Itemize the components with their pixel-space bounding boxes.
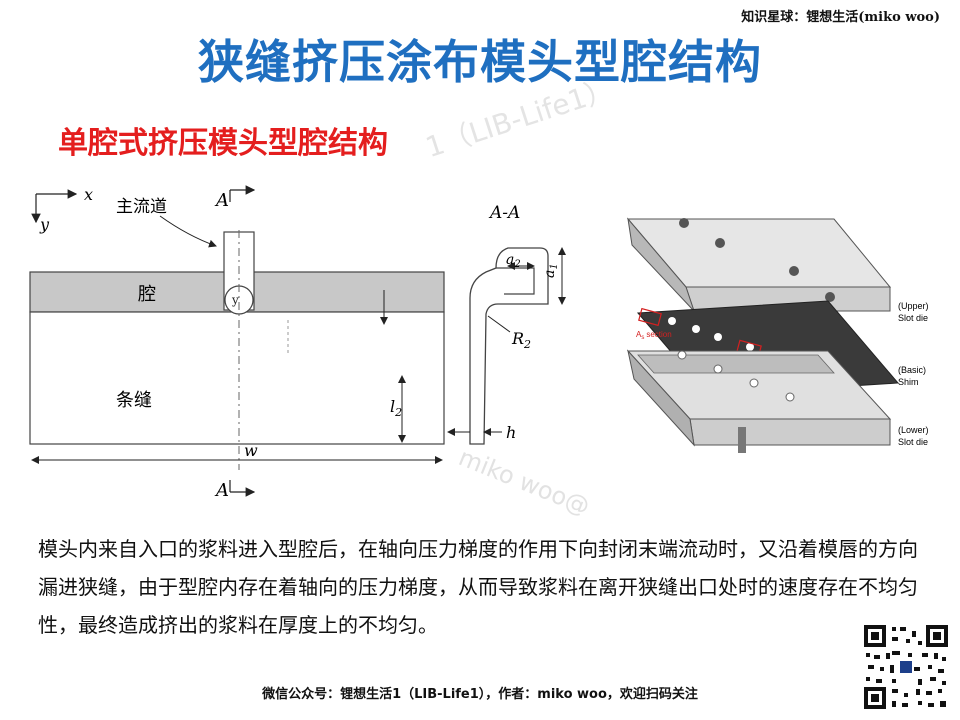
upper-label-2: Slot die <box>898 313 928 323</box>
dimension-l2-label: l2 <box>390 397 402 419</box>
main-channel-label: 主流道 <box>116 197 167 217</box>
basic-label-2: Shim <box>898 377 919 387</box>
page-subtitle: 单腔式挤压模头型腔结构 <box>58 126 388 161</box>
dimension-w-label: w <box>244 441 258 460</box>
axis-x-label: x <box>84 185 93 204</box>
qr-code-icon[interactable] <box>862 623 950 711</box>
slot-label: 条缝 <box>116 390 152 411</box>
dimension-a2-label: a2 <box>506 252 521 270</box>
lower-slot-die <box>626 349 892 453</box>
top-note: 知识星球：锂想生活(miko woo) <box>741 10 940 25</box>
section-marker-top: A <box>214 190 229 211</box>
footer-credit: 微信公众号：锂想生活1（LIB-Life1），作者：miko woo，欢迎扫码关… <box>262 687 698 702</box>
section-title: A-A <box>488 203 520 223</box>
cavity-label: 腔 <box>138 284 156 305</box>
cavity-schematic-diagram: x y 主流道 A A y 腔 条缝 l2 w A-A a2 a1 R2 h <box>29 180 566 500</box>
dimension-a1-label: a1 <box>542 263 560 278</box>
description-paragraph: 模头内来自入口的浆料进入型腔后，在轴向压力梯度的作用下向封闭末端流动时，又沿着模… <box>38 537 918 637</box>
lower-label-2: Slot die <box>898 437 928 447</box>
radius-r2-label: R2 <box>511 329 531 351</box>
axis-y-label: y <box>39 215 50 234</box>
page-title: 狭缝挤压涂布模头型腔结构 <box>198 35 762 89</box>
lower-label-1: (Lower) <box>898 425 929 435</box>
slot-region <box>29 311 445 445</box>
section-marker-bottom: A <box>214 480 229 500</box>
section-profile <box>469 247 549 445</box>
basic-label-1: (Basic) <box>898 365 926 375</box>
dimension-h-label: h <box>506 423 516 442</box>
upper-label-1: (Upper) <box>898 301 929 311</box>
axis-indicator: x y <box>31 185 93 234</box>
svg-text:y: y <box>231 293 239 307</box>
upper-slot-die <box>626 217 892 312</box>
